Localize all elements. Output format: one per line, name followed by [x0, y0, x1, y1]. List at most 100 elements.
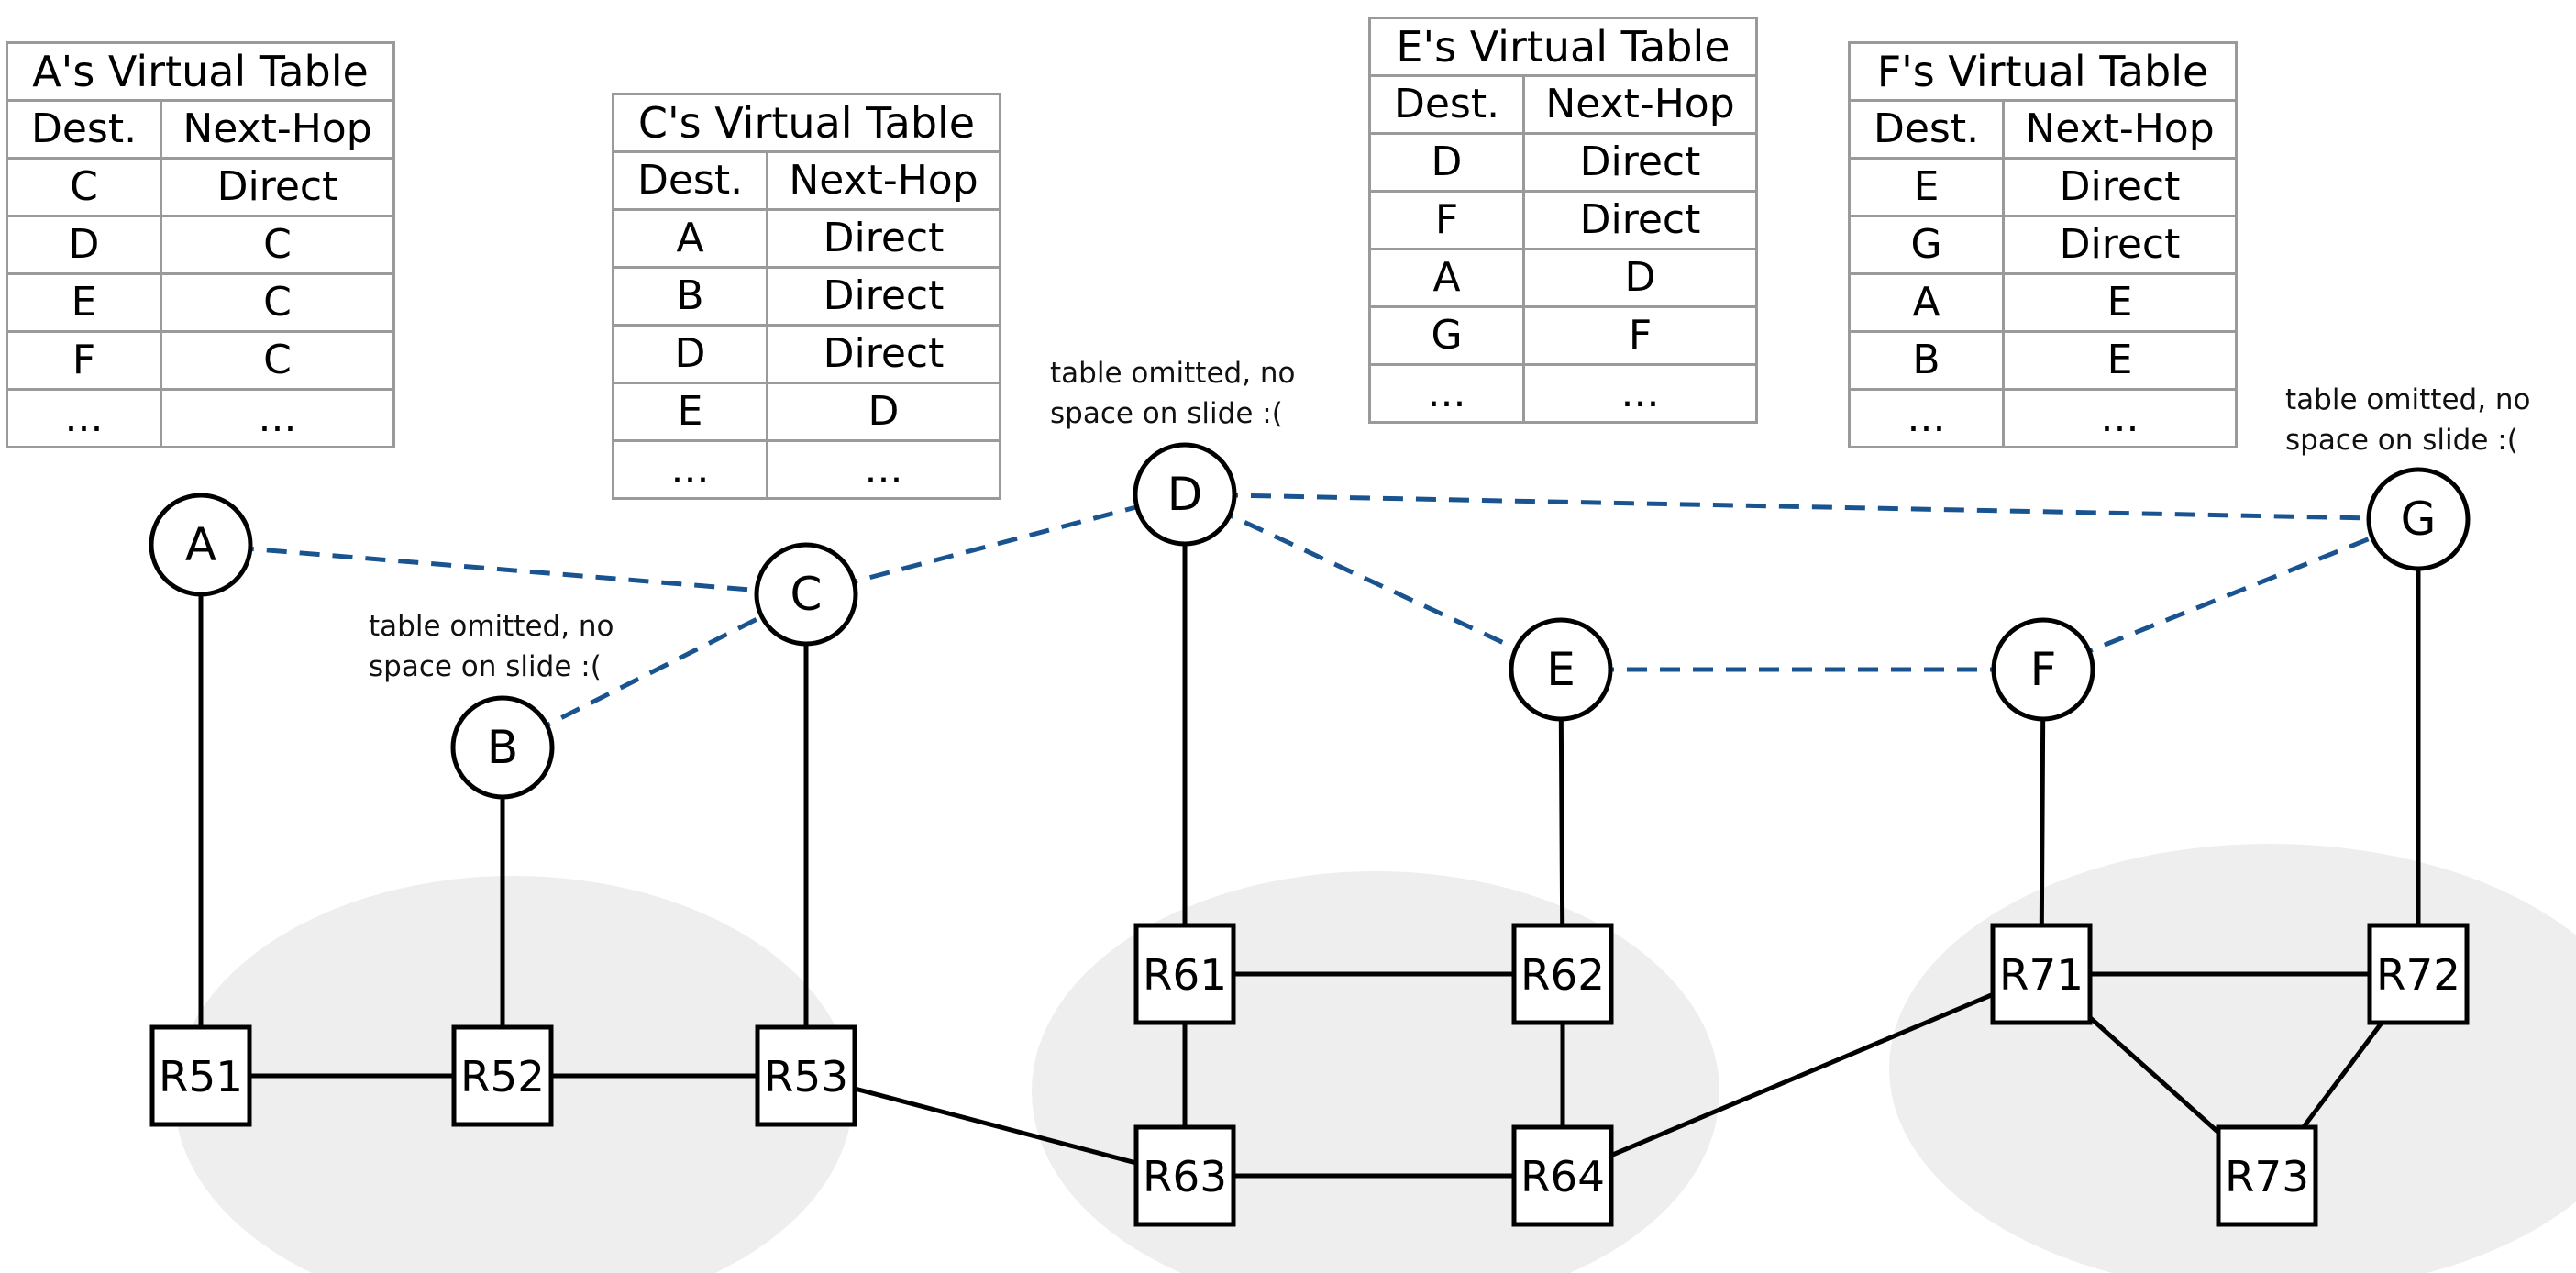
next-hop-cell: Direct: [766, 266, 1001, 327]
router-node-r72: R72: [2367, 923, 2470, 1025]
column-header: Dest.: [1848, 99, 2005, 160]
table-title: E's Virtual Table: [1368, 17, 1758, 77]
host-label: G: [2401, 493, 2437, 546]
next-hop-cell: Direct: [160, 157, 395, 217]
column-header: Next-Hop: [1522, 74, 1758, 135]
host-node-a: A: [149, 493, 253, 597]
dest-cell: D: [1368, 132, 1525, 193]
next-hop-cell: Direct: [2002, 157, 2238, 217]
router-node-r62: R62: [1511, 923, 1614, 1025]
router-label: R73: [2225, 1152, 2309, 1201]
dest-cell: D: [6, 215, 162, 275]
dest-cell: ...: [612, 439, 768, 500]
column-header: Dest.: [6, 99, 162, 160]
table-title: A's Virtual Table: [6, 41, 395, 102]
router-node-r71: R71: [1990, 923, 2093, 1025]
virtual-link-b-c: [501, 592, 808, 750]
note-b-table-omitted: table omitted, no space on slide :(: [369, 610, 614, 683]
next-hop-cell: D: [766, 382, 1001, 442]
dest-cell: A: [1848, 272, 2005, 333]
dest-cell: B: [1848, 330, 2005, 391]
dest-cell: F: [1368, 190, 1525, 250]
host-node-g: G: [2366, 467, 2471, 571]
dest-cell: F: [6, 330, 162, 391]
host-label: D: [1167, 468, 1203, 521]
note-d-table-omitted: table omitted, no space on slide :(: [1050, 357, 1296, 430]
virtual-link-c-d: [805, 492, 1186, 597]
host-label: F: [2030, 643, 2057, 696]
host-node-e: E: [1509, 617, 1613, 722]
dest-cell: C: [6, 157, 162, 217]
host-label: C: [790, 568, 823, 621]
dest-cell: E: [1848, 157, 2005, 217]
router-node-r64: R64: [1511, 1124, 1614, 1227]
next-hop-cell: E: [2002, 272, 2238, 333]
router-node-r73: R73: [2216, 1124, 2318, 1227]
dest-cell: A: [612, 208, 768, 269]
router-node-r52: R52: [451, 1024, 554, 1127]
physical-link-r53-r63: [805, 1073, 1186, 1179]
host-node-b: B: [450, 695, 555, 800]
next-hop-cell: ...: [2002, 388, 2238, 448]
host-node-f: F: [1991, 617, 2095, 722]
router-node-r51: R51: [149, 1024, 252, 1127]
router-label: R64: [1520, 1152, 1605, 1201]
next-hop-cell: F: [1522, 305, 1758, 366]
column-header: Dest.: [1368, 74, 1525, 135]
host-node-c: C: [754, 542, 858, 647]
table-row: ......: [1368, 363, 1758, 424]
router-label: R51: [159, 1052, 243, 1101]
dest-cell: G: [1848, 215, 2005, 275]
router-label: R71: [1999, 950, 2084, 1000]
host-label: B: [487, 721, 518, 774]
column-header: Dest.: [612, 150, 768, 211]
router-label: R61: [1143, 950, 1227, 1000]
table-row: ......: [612, 439, 1001, 500]
dest-cell: ...: [6, 388, 162, 448]
table-title: C's Virtual Table: [612, 93, 1001, 153]
next-hop-cell: C: [160, 330, 395, 391]
dest-cell: D: [612, 324, 768, 384]
router-label: R63: [1143, 1152, 1227, 1201]
next-hop-cell: D: [1522, 248, 1758, 308]
table-title: F's Virtual Table: [1848, 41, 2238, 102]
router-label: R62: [1520, 950, 1605, 1000]
host-node-d: D: [1133, 442, 1237, 547]
router-node-r61: R61: [1133, 923, 1236, 1025]
virtual-link-f-g: [2042, 516, 2419, 672]
dest-cell: E: [6, 272, 162, 333]
next-hop-cell: Direct: [2002, 215, 2238, 275]
dest-cell: B: [612, 266, 768, 327]
next-hop-cell: E: [2002, 330, 2238, 391]
column-header: Next-Hop: [160, 99, 395, 160]
table-row: ......: [1848, 388, 2238, 448]
next-hop-cell: Direct: [766, 324, 1001, 384]
next-hop-cell: C: [160, 215, 395, 275]
physical-link-r64-r71: [1562, 971, 2042, 1179]
virtual-link-d-e: [1183, 492, 1563, 672]
router-label: R53: [764, 1052, 848, 1101]
column-header: Next-Hop: [766, 150, 1001, 211]
dest-cell: G: [1368, 305, 1525, 366]
router-node-r53: R53: [755, 1024, 857, 1127]
router-node-r63: R63: [1133, 1124, 1236, 1227]
table-row: ......: [6, 388, 395, 448]
host-label: E: [1546, 643, 1575, 696]
